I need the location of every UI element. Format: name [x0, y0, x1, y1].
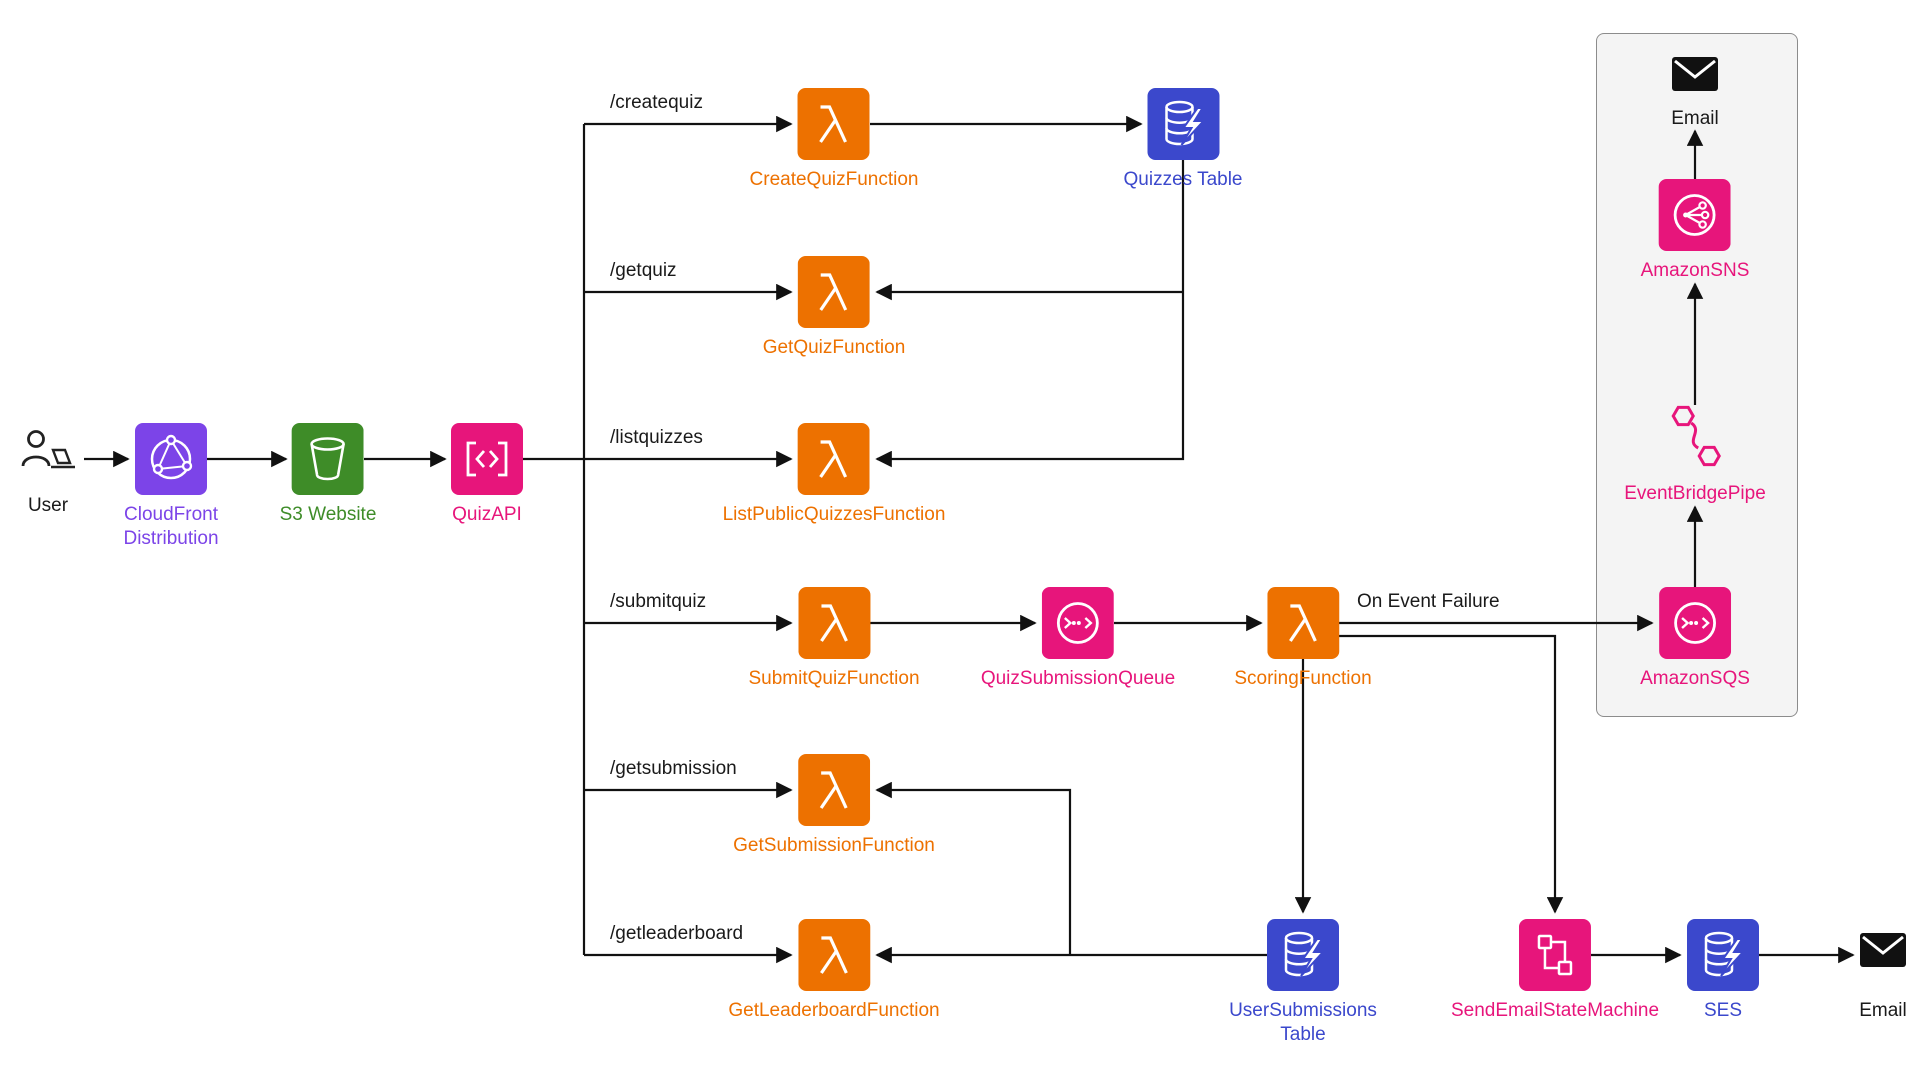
- edge-label-getsubmission: /getsubmission: [610, 758, 737, 779]
- node-eventbridgepipe: EventBridgePipe: [1624, 398, 1766, 506]
- node-amazonsns: AmazonSNS: [1640, 179, 1750, 283]
- node-label-user: User: [27, 495, 69, 516]
- edge-scoringfn-statemachine: [1339, 634, 1564, 914]
- step-functions-icon: [1519, 919, 1591, 991]
- node-listpublicquizzesfunction: ListPublicQuizzesFunction: [722, 423, 946, 527]
- node-label-sendemailstatemachine: SendEmailStateMachine: [1450, 1000, 1660, 1021]
- node-label-submitquizfunction: SubmitQuizFunction: [748, 668, 920, 689]
- node-submitquizfunction: SubmitQuizFunction: [748, 587, 920, 691]
- node-label-getquizfunction: GetQuizFunction: [762, 337, 906, 358]
- node-label-usersubmissions-table: UserSubmissions Table: [1229, 1000, 1377, 1045]
- lambda-icon: [798, 423, 870, 495]
- dynamodb-icon: [1147, 88, 1219, 160]
- lambda-icon: [798, 919, 870, 991]
- node-ses: SES: [1687, 919, 1759, 1023]
- node-label-getleaderboardfunction: GetLeaderboardFunction: [728, 1000, 940, 1021]
- node-user: User: [16, 428, 80, 518]
- node-label-email-top: Email: [1671, 108, 1719, 129]
- dynamodb-icon: [1267, 919, 1339, 991]
- sqs-queue-icon: [1042, 587, 1114, 659]
- node-quizzes-table: Quizzes Table: [1124, 88, 1243, 192]
- api-gateway-icon: [451, 423, 523, 495]
- email-icon: [1847, 919, 1919, 991]
- node-cloudfront: CloudFront Distribution: [105, 423, 237, 551]
- node-label-createquizfunction: CreateQuizFunction: [749, 169, 919, 190]
- node-scoringfunction: ScoringFunction: [1234, 587, 1372, 691]
- node-createquizfunction: CreateQuizFunction: [749, 88, 919, 192]
- node-label-quizzes-table: Quizzes Table: [1123, 169, 1243, 190]
- sns-icon: [1659, 179, 1731, 251]
- node-label-listpublicquizzesfunction: ListPublicQuizzesFunction: [722, 504, 946, 525]
- edge-label-getquiz: /getquiz: [610, 260, 677, 281]
- node-label-quizsubmissionqueue: QuizSubmissionQueue: [980, 668, 1176, 689]
- node-label-amazonsqs: AmazonSQS: [1640, 668, 1750, 689]
- email-icon: [1659, 43, 1731, 115]
- user-icon: [16, 428, 80, 486]
- edge-label-on-event-failure: On Event Failure: [1357, 591, 1500, 612]
- s3-bucket-icon: [292, 423, 364, 495]
- node-label-s3: S3 Website: [279, 504, 377, 525]
- node-usersubmissions-table: UserSubmissions Table: [1218, 919, 1388, 1047]
- lambda-icon: [798, 88, 870, 160]
- sqs-queue-icon: [1659, 587, 1731, 659]
- edge-label-createquiz: /createquiz: [610, 92, 703, 113]
- cloudfront-icon: [135, 423, 207, 495]
- node-sendemailstatemachine: SendEmailStateMachine: [1451, 919, 1659, 1023]
- node-quizsubmissionqueue: QuizSubmissionQueue: [981, 587, 1175, 691]
- node-label-email-bottom: Email: [1859, 1000, 1907, 1021]
- node-label-amazonsns: AmazonSNS: [1640, 260, 1750, 281]
- node-label-eventbridgepipe: EventBridgePipe: [1624, 483, 1766, 504]
- edge-usersubmissions-getsubmissionfn: [875, 781, 1072, 955]
- lambda-icon: [1267, 587, 1339, 659]
- node-label-scoringfunction: ScoringFunction: [1234, 668, 1372, 689]
- ses-icon: [1687, 919, 1759, 991]
- edge-quizzestable-listfn: [875, 160, 1185, 468]
- node-s3-website: S3 Website: [279, 423, 377, 527]
- eventbridge-pipes-icon: [1657, 398, 1733, 474]
- edge-label-listquizzes: /listquizzes: [610, 427, 703, 448]
- lambda-icon: [798, 256, 870, 328]
- node-quizapi: QuizAPI: [451, 423, 523, 527]
- lambda-icon: [798, 587, 870, 659]
- lambda-icon: [798, 754, 870, 826]
- node-email-bottom: Email: [1847, 919, 1919, 1023]
- edge-label-submitquiz: /submitquiz: [610, 591, 707, 612]
- node-label-ses: SES: [1703, 1000, 1743, 1021]
- node-getquizfunction: GetQuizFunction: [762, 256, 906, 360]
- node-amazonsqs: AmazonSQS: [1640, 587, 1750, 691]
- node-label-quizapi: QuizAPI: [452, 504, 522, 525]
- node-label-cloudfront: CloudFront Distribution: [123, 504, 219, 549]
- node-getleaderboardfunction: GetLeaderboardFunction: [728, 919, 940, 1023]
- node-label-getsubmissionfunction: GetSubmissionFunction: [733, 835, 935, 856]
- node-getsubmissionfunction: GetSubmissionFunction: [733, 754, 935, 858]
- edge-label-getleaderboard: /getleaderboard: [610, 923, 744, 944]
- node-email-top: Email: [1659, 43, 1731, 131]
